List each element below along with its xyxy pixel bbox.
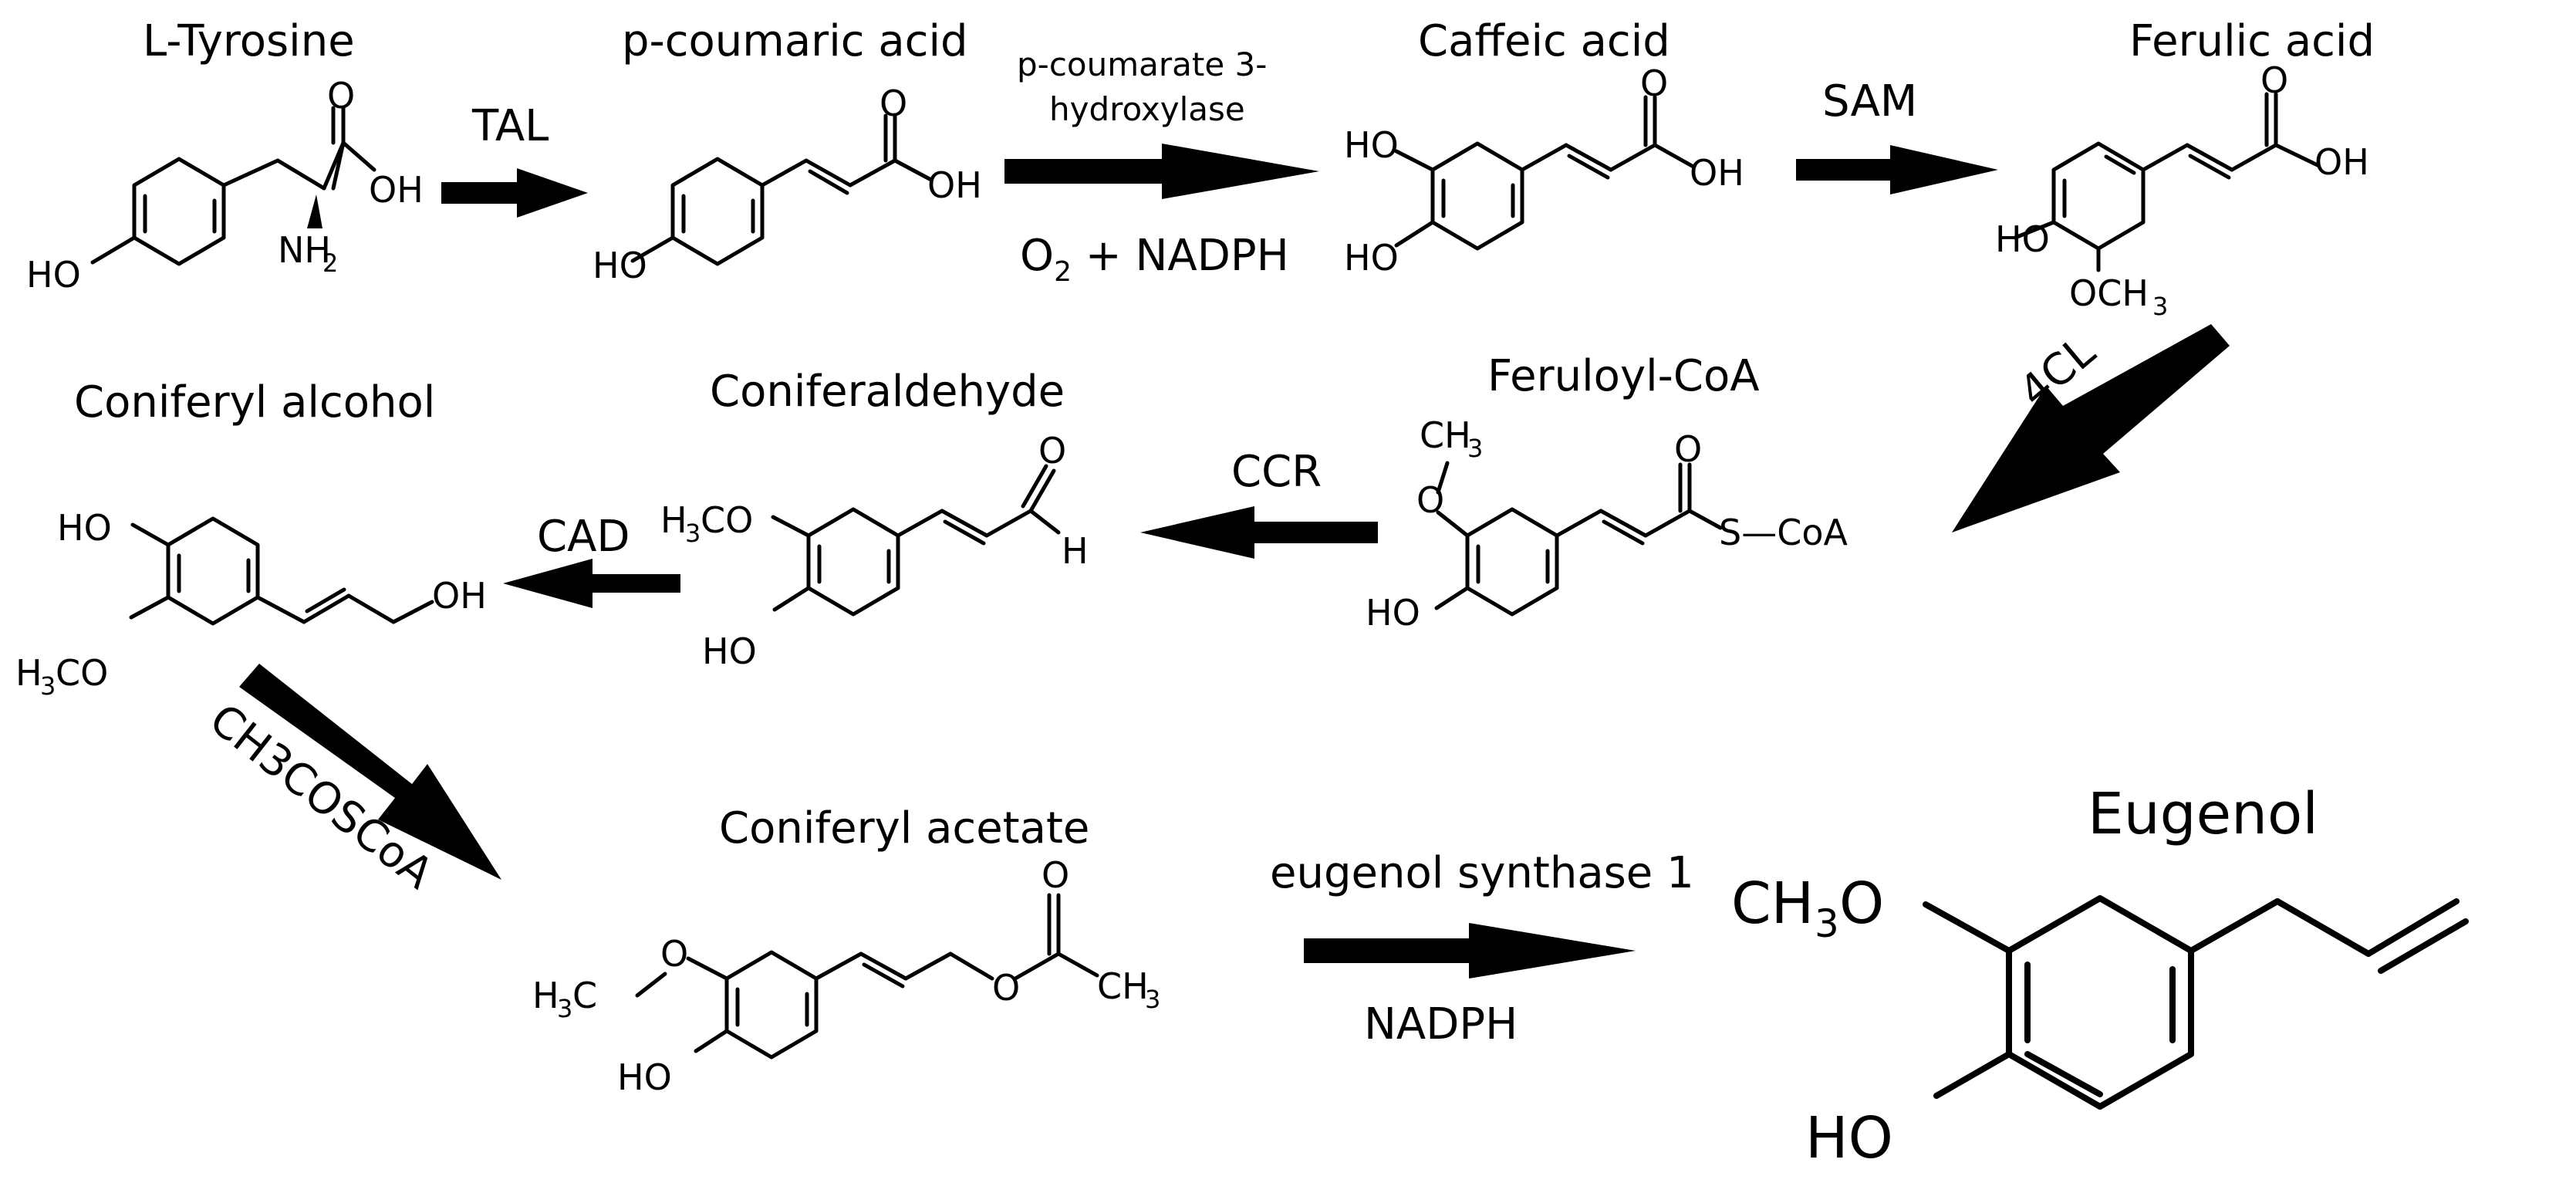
eugenol-ho: HO <box>1805 1105 1893 1171</box>
l-tyrosine-structure: L-Tyrosine O OH NH 2 HO <box>26 16 424 296</box>
coniferyl-acetate-ch: CH <box>1097 965 1149 1007</box>
coniferyl-acetate-methyl-c: C <box>572 975 597 1016</box>
caffeic-acid-structure: Caffeic acid O HO OH HO <box>1344 16 1744 279</box>
eugenol-name: Eugenol <box>2088 781 2318 847</box>
p-coumarate-hydroxylase-label-line1: p-coumarate 3- <box>1017 46 1267 83</box>
sam-arrow <box>1796 145 1998 194</box>
p-coumaric-ho: HO <box>593 245 647 286</box>
feruloyl-carbonyl-o: O <box>1674 428 1702 470</box>
eugenol-methoxy-o: O <box>1839 870 1884 937</box>
feruloyl-coa-name: Feruloyl-CoA <box>1487 351 1760 401</box>
ferulic-ho: HO <box>1995 218 2050 260</box>
coniferaldehyde-carbonyl-o: O <box>1038 430 1066 472</box>
4cl-arrow <box>1952 324 2230 532</box>
cad-arrow-group: CAD <box>503 512 680 608</box>
coniferyl-alcohol-methoxy-co: CO <box>56 652 108 694</box>
l-tyrosine-ho: HO <box>26 254 81 296</box>
coniferyl-acetate-methyl-subscript: 3 <box>557 994 572 1023</box>
eugenol-synthase-arrow <box>1304 923 1636 979</box>
coniferaldehyde-aldehyde-h: H <box>1062 530 1089 572</box>
caffeic-ho-bottom: HO <box>1344 237 1399 279</box>
eugenol-synthase-cofactor: NADPH <box>1364 999 1518 1049</box>
cad-label: CAD <box>537 512 630 562</box>
4cl-arrow-group: 4CL <box>1952 324 2230 532</box>
l-tyrosine-carbonyl-o: O <box>327 75 355 117</box>
p-coumarate-hydroxylase-label-line2: hydroxylase <box>1049 90 1245 128</box>
eugenol-structure: Eugenol CH 3 O HO <box>1731 781 2469 1171</box>
feruloyl-ch-subscript: 3 <box>1467 434 1483 463</box>
ferulic-och-subscript: 3 <box>2152 292 2168 321</box>
l-tyrosine-oh: OH <box>369 169 424 211</box>
coniferaldehyde-methoxy-co: CO <box>701 499 753 541</box>
coniferaldehyde-methoxy-subscript: 3 <box>685 519 701 548</box>
coniferyl-acetate-ho: HO <box>617 1056 672 1098</box>
coniferyl-acetate-structure: Coniferyl acetate O O CH 3 H 3 C O HO <box>532 803 1160 1098</box>
p-coumarate-hydroxylase-arrow-group: p-coumarate 3- hydroxylase O2 + NADPH <box>1004 46 1319 288</box>
ferulic-carbonyl-o: O <box>2260 59 2288 101</box>
p-coumaric-acid-name: p-coumaric acid <box>622 16 968 66</box>
p-coumarate-hydroxylase-arrow <box>1004 144 1319 199</box>
feruloyl-ho: HO <box>1366 592 1420 634</box>
coniferaldehyde-name: Coniferaldehyde <box>710 367 1065 417</box>
feruloyl-ch: CH <box>1420 414 1471 456</box>
coniferyl-alcohol-methoxy-h: H <box>15 652 42 694</box>
caffeic-oh: OH <box>1690 152 1744 194</box>
p-coumaric-carbonyl-o: O <box>879 83 907 124</box>
ch3coscoa-arrow-group: CH3COSCoA <box>200 664 501 899</box>
coniferyl-alcohol-methoxy-subscript: 3 <box>40 671 56 701</box>
coniferyl-acetate-ester-o: O <box>992 967 1020 1009</box>
sam-arrow-group: SAM <box>1796 76 1998 194</box>
coniferaldehyde-methoxy-h: H <box>660 499 687 541</box>
coniferyl-acetate-carbonyl-o: O <box>1042 854 1069 896</box>
coniferaldehyde-ho: HO <box>702 630 757 672</box>
eugenol-ch-subscript: 3 <box>1815 901 1839 946</box>
p-coumarate-hydroxylase-cofactor: O2 + NADPH <box>1020 231 1289 288</box>
l-tyrosine-name: L-Tyrosine <box>143 16 355 66</box>
caffeic-carbonyl-o: O <box>1640 63 1668 104</box>
p-coumaric-acid-structure: p-coumaric acid O OH HO <box>593 16 982 286</box>
ch3coscoa-arrow <box>239 664 501 880</box>
l-tyrosine-nh-subscript: 2 <box>322 248 338 278</box>
cad-arrow <box>503 559 680 608</box>
caffeic-ho-top: HO <box>1344 124 1399 166</box>
feruloyl-s-coa: S—CoA <box>1719 512 1848 553</box>
ferulic-acid-name: Ferulic acid <box>2129 16 2375 66</box>
feruloyl-methoxy-o: O <box>1416 479 1444 521</box>
feruloyl-coa-structure: Feruloyl-CoA CH 3 O O S—CoA HO <box>1366 351 1848 634</box>
ccr-arrow-group: CCR <box>1140 447 1378 559</box>
caffeic-acid-name: Caffeic acid <box>1418 16 1670 66</box>
ccr-arrow <box>1140 506 1378 559</box>
coniferyl-acetate-methyl-h: H <box>532 975 559 1016</box>
coniferyl-acetate-methoxy-o: O <box>660 933 688 975</box>
coniferyl-acetate-ch-subscript: 3 <box>1145 985 1160 1014</box>
l-tyrosine-nh: NH <box>278 229 331 271</box>
eugenol-synthase-arrow-group: eugenol synthase 1 NADPH <box>1270 848 1694 1049</box>
eugenol-synthase-label: eugenol synthase 1 <box>1270 848 1694 898</box>
p-coumaric-oh: OH <box>927 164 982 206</box>
tal-label: TAL <box>471 101 549 151</box>
ferulic-och: OCH <box>2069 272 2149 314</box>
ccr-label: CCR <box>1231 447 1322 497</box>
tal-arrow-group: TAL <box>441 101 588 218</box>
coniferyl-alcohol-ho: HO <box>57 507 112 549</box>
coniferyl-alcohol-oh: OH <box>432 575 487 617</box>
eugenol-ch: CH <box>1731 870 1814 937</box>
coniferyl-acetate-name: Coniferyl acetate <box>719 803 1089 853</box>
coniferyl-alcohol-structure: Coniferyl alcohol HO OH H 3 CO <box>15 377 487 701</box>
sam-label: SAM <box>1822 76 1917 127</box>
ferulic-oh: OH <box>2314 141 2369 183</box>
coniferaldehyde-structure: Coniferaldehyde O H H 3 CO HO <box>660 367 1089 672</box>
tal-arrow <box>441 168 588 218</box>
ferulic-acid-structure: Ferulic acid O OH HO OCH 3 <box>1995 16 2375 321</box>
coniferyl-alcohol-name: Coniferyl alcohol <box>74 377 435 428</box>
